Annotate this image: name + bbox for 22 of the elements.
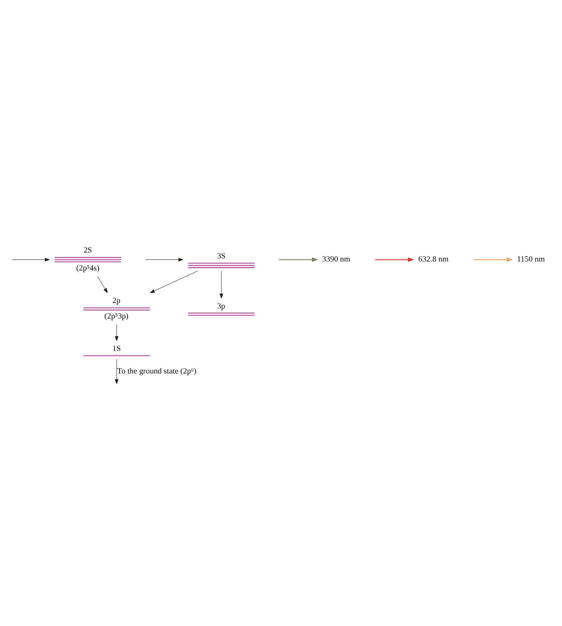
arrow (150, 270, 198, 293)
arrow (374, 256, 414, 262)
edge-label: To the ground state (2p⁶) (117, 366, 196, 375)
node-label: 2p (112, 296, 120, 305)
node-label: 1S (112, 344, 121, 353)
node-text: 632.8 nm (418, 254, 449, 264)
node-label: 3p (217, 300, 226, 310)
node-box (83, 354, 150, 356)
arrow (12, 257, 50, 261)
node-text: 3390 nm (322, 254, 350, 264)
node-label: (2p⁵4s) (76, 262, 100, 272)
arrow (220, 270, 224, 298)
node-text: 1150 nm (516, 254, 545, 264)
node-label: 2S (84, 245, 92, 254)
arrow (145, 257, 184, 261)
arrow (97, 276, 108, 293)
node-label: 3S (217, 250, 226, 260)
arrow (473, 256, 513, 262)
node-label: (2p⁵3p) (104, 311, 128, 320)
arrow (114, 324, 118, 341)
arrow (114, 358, 118, 384)
arrow (278, 256, 318, 262)
